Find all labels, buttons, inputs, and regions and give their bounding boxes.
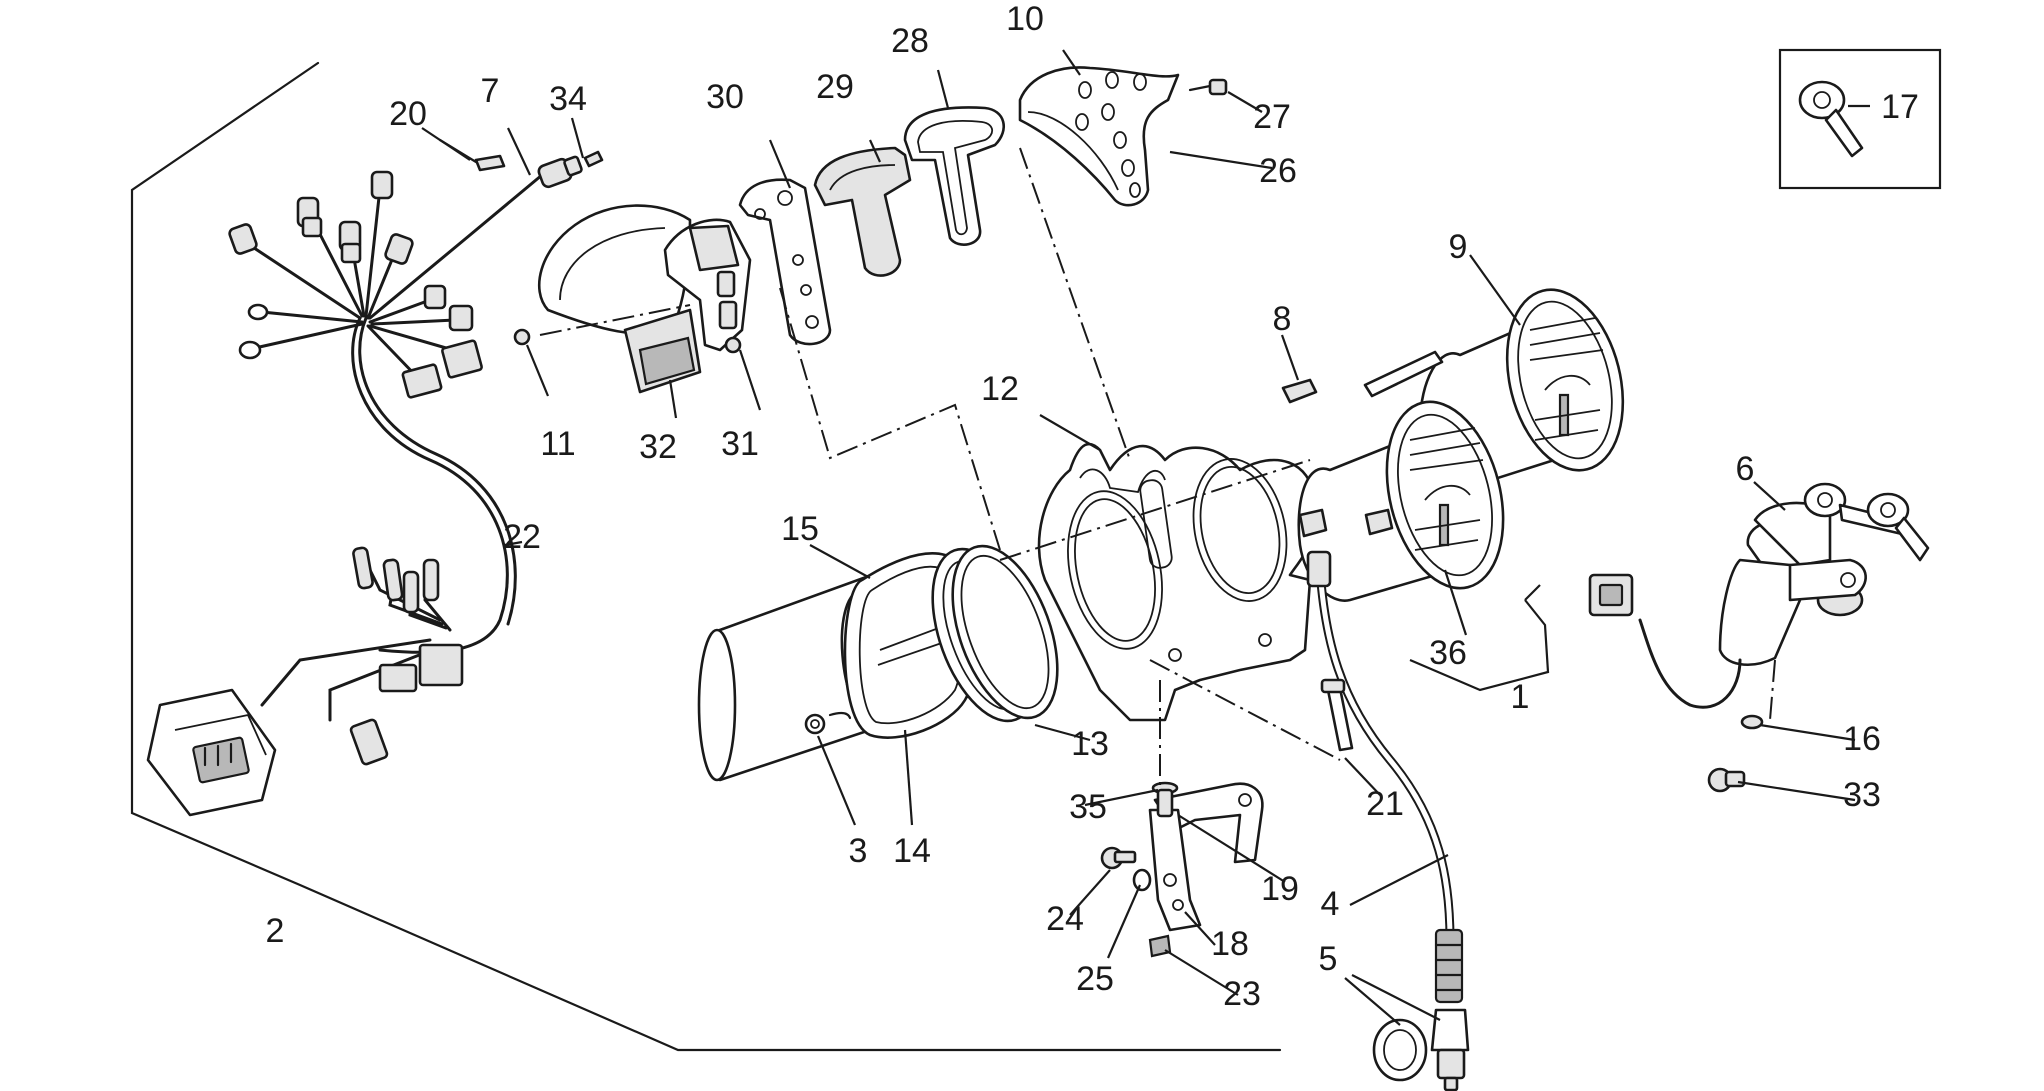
callout-label-2: 2 [266,912,285,950]
callout-label-3: 3 [849,832,868,870]
part-35-washer [1151,781,1179,818]
callout-label-5: 5 [1319,940,1338,978]
callout-label-27: 27 [1253,98,1291,136]
part-20-clip [438,138,506,172]
callout-label-15: 15 [781,510,819,548]
callout-label-35: 35 [1069,788,1107,826]
part-28-seal [903,106,1005,246]
wiring-harness [146,168,550,817]
part-36-gauge [1297,400,1505,602]
callout-label-29: 29 [816,68,854,106]
part-23-nut [1148,934,1172,958]
callout-label-1: 1 [1511,678,1530,716]
part-29-gasket [813,146,912,277]
part-34-pin [583,150,604,168]
part-16-washer [1740,714,1764,730]
callout-label-24: 24 [1046,900,1084,938]
callout-label-4: 4 [1321,885,1340,923]
callout-label-25: 25 [1076,960,1114,998]
part-6-ignition-switch [1718,482,1930,666]
callout-label-17: 17 [1881,88,1919,126]
part-19-bracket [1153,782,1264,864]
callout-label-28: 28 [891,22,929,60]
callout-label-13: 13 [1071,725,1109,763]
callout-label-23: 23 [1223,975,1261,1013]
part-33-bolt [1707,767,1746,793]
part-31-bracket [663,218,752,354]
part-26-cover [1018,66,1180,207]
callout-label-12: 12 [981,370,1019,408]
callout-label-26: 26 [1259,152,1297,190]
callout-label-30: 30 [706,78,744,116]
callout-label-9: 9 [1449,228,1468,266]
part-4-speedo-cable [1306,550,1464,1004]
callout-labels: 1234567891011121314151617181920212223242… [266,0,1919,1013]
callout-label-6: 6 [1736,450,1755,488]
part-27-screw [1188,78,1228,96]
callout-label-18: 18 [1211,925,1249,963]
part-8-bulb [1281,378,1318,404]
part-6-switch-connector [1588,573,1742,709]
callout-label-36: 36 [1429,634,1467,672]
callout-label-10: 10 [1006,0,1044,38]
part-12-bracket [1037,442,1318,722]
callout-label-8: 8 [1273,300,1292,338]
part-7-connector [537,155,583,189]
lamp-tube [1363,350,1444,398]
part-17-inset-box [1778,48,1942,190]
part-24-screw [1100,846,1137,870]
callout-label-14: 14 [893,832,931,870]
part-18-bracket-arm [1148,808,1202,932]
callout-label-20: 20 [389,95,427,133]
part-5-drive [1372,1008,1470,1091]
callout-label-7: 7 [481,72,500,110]
callout-label-16: 16 [1843,720,1881,758]
callout-label-34: 34 [549,80,587,118]
part-30-plate [738,178,832,346]
callout-label-32: 32 [639,428,677,466]
alignment-lines [539,147,1776,790]
part-25-washer [1132,868,1152,892]
part-21-screw [1320,678,1354,752]
part-13-ring [931,544,1059,723]
leader-lines [421,49,1870,1026]
callout-label-33: 33 [1843,776,1881,814]
part-3-oring [804,711,852,735]
callout-label-22: 22 [503,518,541,556]
callout-label-19: 19 [1261,870,1299,908]
part-32-dash-cover [513,204,702,394]
callout-label-31: 31 [721,425,759,463]
callout-label-21: 21 [1366,785,1404,823]
group-bracket-1 [1409,584,1550,692]
callout-label-11: 11 [540,425,575,463]
harness-group-bracket [130,61,1282,1052]
